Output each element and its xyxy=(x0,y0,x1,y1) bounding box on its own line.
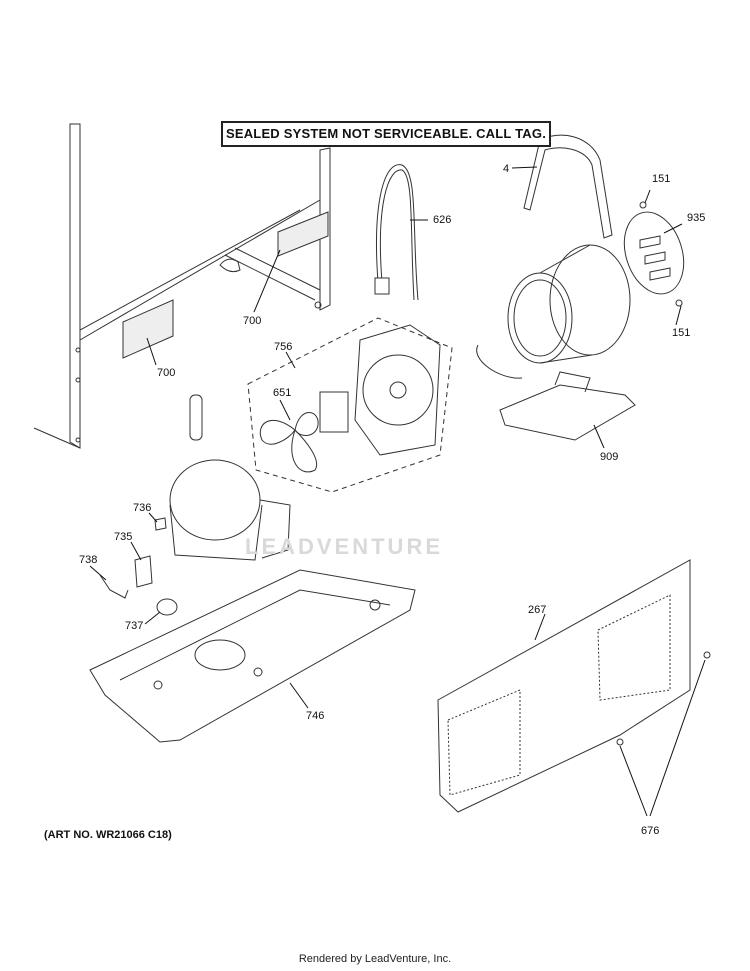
callout-labels: 4 151 935 151 626 700 700 756 651 909 73… xyxy=(79,163,705,837)
callout-700-lower: 700 xyxy=(157,367,175,379)
screw-676b xyxy=(616,738,624,746)
callout-4: 4 xyxy=(503,163,509,175)
label-sticker-700-upper xyxy=(277,211,329,257)
rear-panel-267 xyxy=(437,559,691,813)
callout-676: 676 xyxy=(641,825,659,837)
callout-756: 756 xyxy=(274,341,292,353)
mount-909 xyxy=(499,371,636,441)
leader-lines xyxy=(89,166,706,817)
base-pan-746 xyxy=(89,569,416,743)
callout-626: 626 xyxy=(433,214,451,226)
callout-700-upper: 700 xyxy=(243,315,261,327)
fan-blade-651 xyxy=(259,391,349,473)
relay-735 xyxy=(134,555,153,588)
footer-credit: Rendered by LeadVenture, Inc. xyxy=(298,953,452,965)
callout-909: 909 xyxy=(600,451,618,463)
callout-736: 736 xyxy=(133,502,151,514)
overload-737 xyxy=(156,598,178,616)
sealed-system-banner: SEALED SYSTEM NOT SERVICEABLE. CALL TAG. xyxy=(221,121,551,147)
condenser-coil xyxy=(476,244,631,379)
callout-267: 267 xyxy=(528,604,546,616)
strap-4 xyxy=(523,134,613,239)
wire-738 xyxy=(99,574,129,599)
art-number: (ART NO. WR21066 C18) xyxy=(44,829,172,841)
bracket-935 xyxy=(623,201,685,307)
callout-151-bottom: 151 xyxy=(672,327,690,339)
callout-935: 935 xyxy=(687,212,705,224)
cabinet-wall xyxy=(33,123,331,449)
label-sticker-700-lower xyxy=(122,299,174,359)
callout-746: 746 xyxy=(306,710,324,722)
watermark-text: LEADVENTURE xyxy=(245,534,444,559)
compressor xyxy=(169,394,291,561)
callout-151-top: 151 xyxy=(652,173,670,185)
callout-737: 737 xyxy=(125,620,143,632)
callout-651: 651 xyxy=(273,387,291,399)
fan-housing-756 xyxy=(247,317,453,493)
clip-736 xyxy=(154,517,167,531)
callout-735: 735 xyxy=(114,531,132,543)
screw-676a xyxy=(703,651,711,659)
wire-harness-626 xyxy=(374,164,419,301)
callout-738: 738 xyxy=(79,554,97,566)
